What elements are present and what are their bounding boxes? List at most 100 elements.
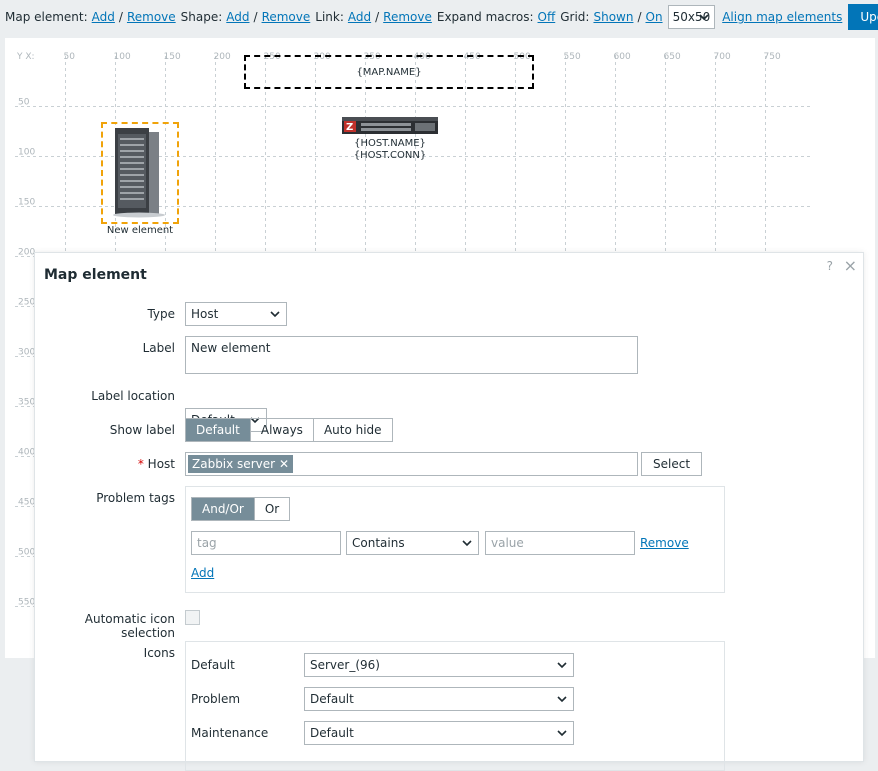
map-element-remove-link[interactable]: Remove — [126, 10, 176, 24]
host-select-button[interactable]: Select — [641, 452, 703, 476]
map-element-add-link[interactable]: Add — [91, 10, 115, 24]
grid-x-label: 400 — [414, 52, 431, 62]
type-value: Host — [191, 307, 219, 321]
tag-operator-select[interactable]: Contains — [346, 531, 479, 555]
show-label-auto-hide[interactable]: Auto hide — [323, 423, 382, 437]
host-multiselect[interactable]: Zabbix server ✕ — [185, 452, 638, 476]
grid-corner-label: Y X: — [16, 52, 35, 62]
help-icon[interactable]: ? — [826, 259, 833, 273]
grid-y-label: 500 — [18, 548, 35, 558]
type-label: Type — [147, 307, 175, 321]
close-icon[interactable]: × — [843, 256, 857, 275]
chevron-down-icon — [557, 696, 567, 703]
grid-auto-align-toggle[interactable]: On — [645, 10, 663, 24]
host-name-label: {HOST.NAME} — [354, 138, 426, 149]
host-label-text: Host — [147, 457, 175, 471]
separator: / — [118, 10, 123, 24]
grid-y-label: 400 — [18, 448, 35, 458]
required-marker: * — [137, 457, 144, 471]
chevron-down-icon — [270, 311, 280, 318]
selected-element-frame[interactable] — [101, 122, 179, 224]
host-chip-label: Zabbix server — [192, 457, 276, 471]
tag-input[interactable]: tag — [191, 531, 341, 555]
chevron-down-icon — [462, 540, 472, 547]
tag-remove-link[interactable]: Remove — [640, 536, 689, 550]
grid-x-label: 150 — [164, 52, 181, 62]
icon-problem-label: Problem — [191, 692, 241, 706]
align-map-elements-link[interactable]: Align map elements — [722, 10, 843, 24]
tag-operator-value: Contains — [352, 536, 405, 550]
grid-shown-toggle[interactable]: Shown — [593, 10, 634, 24]
link-remove-link[interactable]: Remove — [383, 10, 432, 24]
show-label-label: Show label — [109, 423, 175, 437]
chevron-down-icon — [699, 14, 709, 21]
grid-x-label: 550 — [564, 52, 581, 62]
icons-box: Default Server_(96) Problem Default Main… — [185, 641, 725, 771]
grid-size-value: 50x50 — [672, 10, 711, 24]
grid-x-label: 700 — [714, 52, 731, 62]
expand-macros-label: Expand macros: — [436, 10, 534, 24]
auto-icon-checkbox[interactable] — [185, 610, 200, 625]
tags-eval-radio: And/Or Or — [191, 497, 291, 521]
icon-default-select[interactable]: Server_(96) — [304, 653, 574, 677]
show-label-default[interactable]: Default — [186, 419, 251, 441]
icon-maintenance-value: Default — [310, 726, 354, 740]
grid-x-label: 250 — [264, 52, 281, 62]
label-location-label: Label location — [91, 389, 175, 403]
grid-x-label: 600 — [614, 52, 631, 62]
show-label-always[interactable]: Always — [251, 419, 314, 441]
link-label: Link: — [315, 10, 344, 24]
map-name-text: {MAP.NAME} — [356, 67, 422, 78]
host-field-label: * Host — [35, 457, 175, 471]
shape-remove-link[interactable]: Remove — [261, 10, 311, 24]
tag-value-input[interactable]: value — [485, 531, 635, 555]
new-element-label: New element — [106, 225, 174, 236]
label-label: Label — [142, 341, 175, 355]
shape-add-link[interactable]: Add — [226, 10, 250, 24]
grid-x-label: 200 — [214, 52, 231, 62]
link-add-link[interactable]: Add — [347, 10, 372, 24]
tag-add-link[interactable]: Add — [191, 566, 215, 580]
tags-eval-and-or[interactable]: And/Or — [192, 498, 255, 520]
grid-label: Grid: — [560, 10, 590, 24]
switch-icon[interactable]: Z — [341, 114, 439, 136]
grid-y-label: 550 — [18, 598, 35, 608]
grid-x-label: 350 — [364, 52, 381, 62]
tags-eval-or[interactable]: Or — [264, 502, 280, 516]
icon-problem-value: Default — [310, 692, 354, 706]
chevron-down-icon — [250, 417, 260, 424]
server-icon — [113, 128, 165, 218]
problem-tags-label: Problem tags — [96, 491, 175, 505]
grid-y-label: 250 — [18, 298, 35, 308]
separator: / — [375, 10, 380, 24]
problem-tags-box: And/Or Or tag Contains value Remove Add — [185, 486, 725, 593]
icon-problem-select[interactable]: Default — [304, 687, 574, 711]
host-conn-label: {HOST.CONN} — [353, 150, 427, 161]
grid-x-label: 50 — [64, 52, 76, 62]
icon-maintenance-select[interactable]: Default — [304, 721, 574, 745]
grid-y-label: 50 — [18, 98, 30, 108]
host-chip: Zabbix server ✕ — [188, 455, 294, 473]
separator: / — [253, 10, 258, 24]
dialog-title: Map element — [44, 267, 147, 283]
remove-chip-icon[interactable]: ✕ — [279, 457, 290, 471]
type-select[interactable]: Host — [185, 302, 287, 326]
chevron-down-icon — [557, 730, 567, 737]
grid-y-label: 350 — [18, 398, 35, 408]
icon-maintenance-label: Maintenance — [191, 726, 269, 740]
grid-y-label: 300 — [18, 348, 35, 358]
label-textarea[interactable]: New element — [185, 336, 638, 374]
tag-placeholder: tag — [197, 536, 217, 550]
grid-x-label: 300 — [314, 52, 331, 62]
icon-default-value: Server_(96) — [310, 658, 380, 672]
map-element-dialog: Map element ? × Type Host Label New elem… — [34, 252, 864, 771]
show-label-radio: Default Always Auto hide — [185, 418, 393, 442]
grid-x-label: 450 — [464, 52, 481, 62]
map-name-shape[interactable]: {MAP.NAME} — [244, 55, 534, 89]
grid-x-label: 750 — [764, 52, 781, 62]
grid-size-select[interactable]: 50x50 — [667, 5, 716, 29]
update-button[interactable]: Update — [848, 4, 878, 30]
icon-default-label: Default — [191, 658, 235, 672]
expand-macros-toggle[interactable]: Off — [537, 10, 556, 24]
grid-y-label: 150 — [18, 198, 35, 208]
